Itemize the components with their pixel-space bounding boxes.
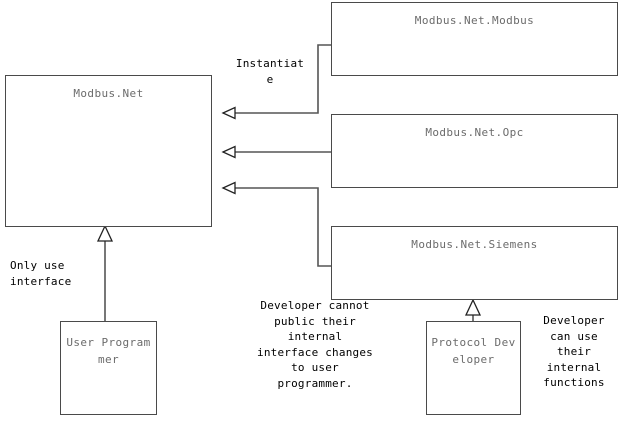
arrowhead-userprogrammer-to-core	[96, 224, 114, 242]
box-modbus-net-opc[interactable]: Modbus.Net.Opc	[331, 114, 618, 188]
box-modbus-net-label: Modbus.Net	[73, 87, 144, 100]
box-modbus-net-modbus-label: Modbus.Net.Modbus	[414, 14, 535, 27]
label-developer-cannot-public: Developer cannot public their internal i…	[257, 299, 373, 390]
box-modbus-net-opc-label: Modbus.Net.Opc	[425, 126, 524, 139]
box-protocol-developer[interactable]: Protocol Developer	[426, 321, 521, 415]
arrowhead-opc-to-core	[221, 145, 236, 159]
arrowhead-modbus-to-core	[221, 106, 236, 120]
label-instantiate: Instantiat e	[235, 57, 305, 86]
label-developer-can-use: Developer can use their internal functio…	[543, 314, 605, 389]
box-modbus-net-siemens-label: Modbus.Net.Siemens	[411, 238, 538, 251]
box-modbus-net[interactable]: Modbus.Net	[5, 75, 212, 227]
box-user-programmer-label: User Programmer	[66, 336, 151, 366]
arrowhead-siemens-to-core	[221, 181, 236, 195]
box-protocol-developer-label: Protocol Developer	[431, 336, 516, 366]
box-user-programmer[interactable]: User Programmer	[60, 321, 157, 415]
box-modbus-net-siemens[interactable]: Modbus.Net.Siemens	[331, 226, 618, 300]
wire-siemens-to-core	[223, 187, 331, 267]
label-only-use-interface: Only use interface	[10, 259, 72, 288]
arrowhead-protocoldeveloper-to-siemens	[464, 298, 482, 316]
box-modbus-net-modbus[interactable]: Modbus.Net.Modbus	[331, 2, 618, 76]
